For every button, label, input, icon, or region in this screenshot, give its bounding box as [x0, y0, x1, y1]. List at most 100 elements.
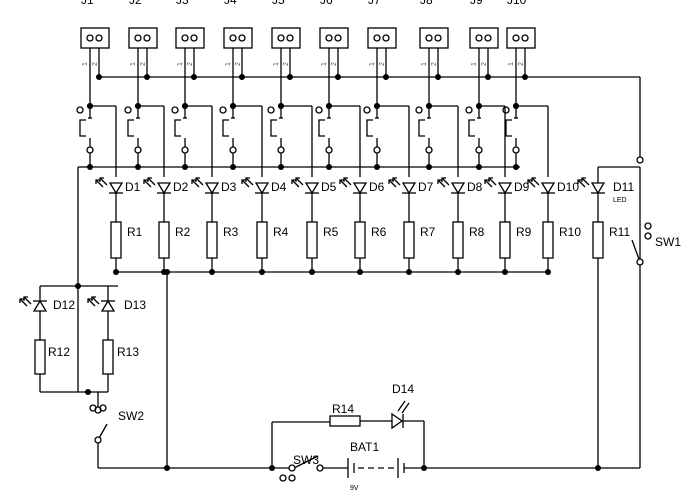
button-mark [76, 106, 84, 114]
pin-label: 1 [177, 62, 184, 66]
button-actuator [222, 119, 229, 137]
resistor-label: R6 [371, 225, 387, 239]
pin-label: 2 [518, 62, 525, 66]
connector-pin [95, 34, 103, 42]
resistor-body [542, 221, 554, 259]
led-arrow [441, 177, 450, 186]
button-terminal [229, 146, 237, 154]
led-triangle [540, 182, 556, 195]
resistor-label: R1 [127, 225, 143, 239]
junction-dot [426, 103, 432, 109]
led-arrowhead [19, 298, 24, 303]
junction-dot [406, 269, 412, 275]
connector-label: J3 [176, 0, 189, 7]
button-mark [315, 106, 323, 114]
connector-label: J7 [368, 0, 381, 7]
led-arrow [23, 296, 32, 305]
connector-label: J5 [272, 0, 285, 7]
led-symbol [437, 177, 466, 195]
connector-body [80, 27, 110, 49]
connector-body [469, 27, 499, 49]
led-arrowhead [245, 177, 250, 182]
junction-dot [326, 103, 332, 109]
led-arrowhead [437, 179, 442, 184]
sw2-terminal [94, 436, 102, 444]
connector-label: J4 [224, 0, 237, 7]
wires [39, 48, 641, 469]
junction-dot [113, 269, 119, 275]
led-d11 [577, 177, 606, 195]
button-actuator [174, 119, 181, 137]
button-actuator [270, 119, 277, 137]
button-terminal [325, 146, 333, 154]
sw1-label: SW1 [655, 235, 681, 249]
connector-label: J9 [470, 0, 483, 7]
connector-body [175, 27, 205, 49]
button-actuator [505, 119, 512, 137]
junction-dot [421, 465, 427, 471]
connector-pin [484, 34, 492, 42]
button-terminal [425, 146, 433, 154]
led-arrowhead [241, 179, 246, 184]
led-arrowhead [577, 179, 582, 184]
led-arrowhead [527, 179, 532, 184]
led-symbol [527, 177, 556, 195]
led-arrow [577, 179, 586, 188]
junction-dot [383, 74, 389, 80]
pushbutton [363, 106, 379, 150]
junction-dot [209, 269, 215, 275]
led-arrowhead [195, 177, 200, 182]
connector-pin [181, 34, 189, 42]
button-actuator [418, 119, 425, 137]
led-arrowhead [91, 296, 96, 301]
connector-pin [286, 34, 294, 42]
pin-label: 2 [235, 62, 242, 66]
junction-dot [502, 269, 508, 275]
r12-label: R12 [48, 345, 70, 359]
d14-label: D14 [392, 382, 414, 396]
connector-body [271, 27, 301, 49]
junction-dot [164, 465, 170, 471]
led-d12 [19, 296, 48, 312]
junction-dot [309, 269, 315, 275]
resistor-r11 [592, 221, 604, 259]
sw2-label: SW2 [118, 409, 144, 423]
pin-label: 2 [140, 62, 147, 66]
led-arrow [488, 177, 497, 186]
bat1-label: BAT1 [350, 440, 379, 454]
sw3-mark [288, 474, 296, 482]
led-arrowhead [392, 177, 397, 182]
junction-dot [135, 164, 141, 170]
sw1-mark [644, 222, 652, 230]
pin-label: 1 [471, 62, 478, 66]
resistor-label: R9 [516, 225, 532, 239]
led-label: D6 [369, 180, 385, 194]
button-mark [124, 106, 132, 114]
led-arrow [484, 179, 493, 188]
connector-pin [521, 34, 529, 42]
connector-body [128, 27, 158, 49]
led-d14-triangle [391, 412, 404, 430]
button-actuator [79, 119, 86, 137]
resistor-r12 [34, 339, 46, 375]
led-label: D5 [321, 180, 337, 194]
led-symbol [143, 177, 172, 195]
pin-label: 1 [321, 62, 328, 66]
led-arrow [388, 179, 397, 188]
led-symbol [191, 177, 220, 195]
sw2-mark [89, 404, 97, 412]
led-symbol [484, 177, 513, 195]
r14-label: R14 [332, 402, 354, 416]
connector-pin [373, 34, 381, 42]
led-label: D7 [418, 180, 434, 194]
led-arrow [95, 179, 104, 188]
led-label: D8 [467, 180, 483, 194]
junction-dot [287, 74, 293, 80]
resistor-label: R10 [559, 225, 581, 239]
connector-pin [475, 34, 483, 42]
junction-dot [545, 269, 551, 275]
led-arrowhead [147, 177, 152, 182]
led-arrow [581, 177, 590, 186]
junction-dot [230, 164, 236, 170]
junction-dot [278, 164, 284, 170]
